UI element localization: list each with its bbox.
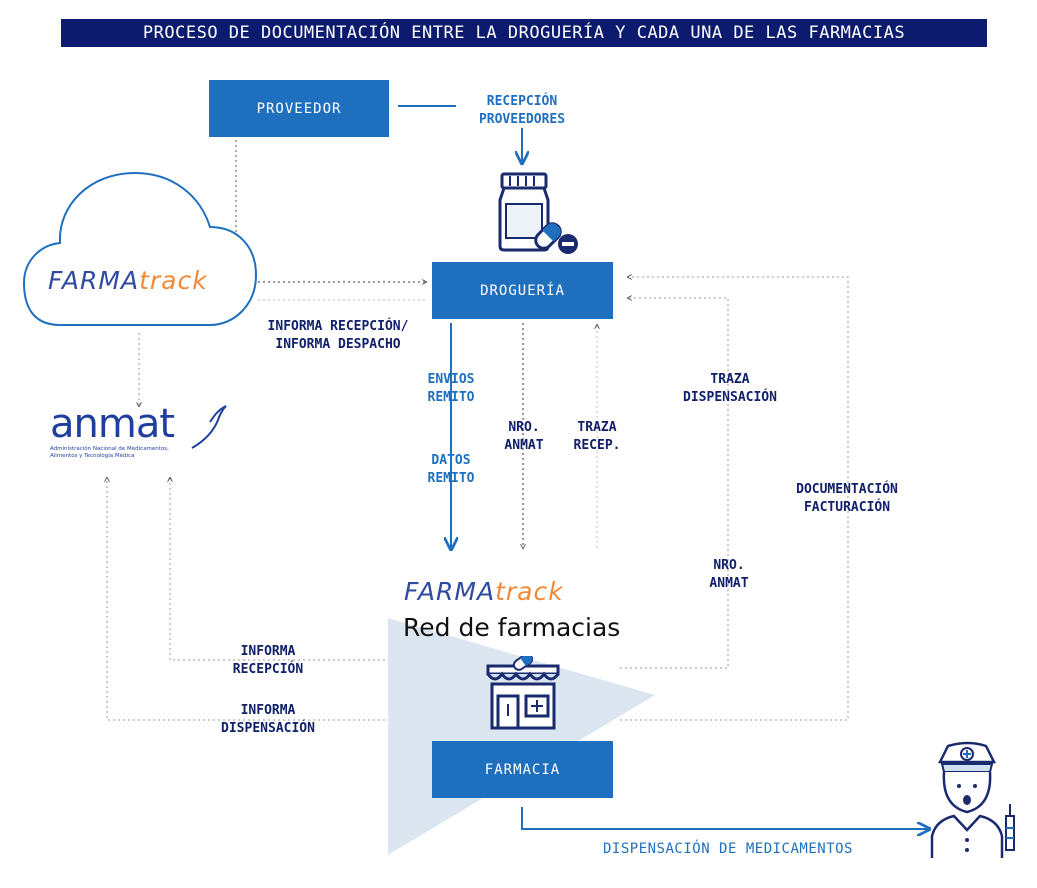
nurse-icon (930, 741, 1015, 858)
farmacia-box: FARMACIA (432, 741, 613, 798)
label-informa-recepcion-despacho: INFORMA RECEPCIÓN/ INFORMA DESPACHO (267, 319, 409, 352)
red-farmacias-panel (402, 558, 642, 618)
label-nro-anmat-drogueria: NRO. ANMAT (504, 420, 544, 453)
label-informa-recepcion: INFORMA RECEPCIÓN (232, 644, 304, 677)
label-envios-remito: ENVIOS REMITO (427, 372, 475, 405)
drogueria-box: DROGUERÍA (432, 262, 613, 319)
label-informa-dispensacion: INFORMA DISPENSACIÓN (221, 703, 315, 736)
red-farmacias-title: Red de farmacias (403, 613, 621, 642)
label-documentacion-facturacion: DOCUMENTACIÓN FACTURACIÓN (796, 482, 898, 515)
label-nro-anmat-farmacia: NRO. ANMAT (709, 558, 749, 591)
dispensacion-arrow (521, 807, 928, 829)
label-recepcion-proveedores: RECEPCIÓN PROVEEDORES (478, 94, 566, 127)
label-dispensacion-medicamentos: DISPENSACIÓN DE MEDICAMENTOS (602, 841, 853, 857)
farmatrack-logo-cloud: FARMAtrack (48, 266, 208, 295)
label-traza-recep: TRAZA RECEP. (573, 420, 621, 453)
page-title: PROCESO DE DOCUMENTACIÓN ENTRE LA DROGUE… (61, 19, 987, 47)
pharmacy-store-icon (486, 656, 560, 730)
cloud-icon (22, 171, 258, 326)
proveedor-box: PROVEEDOR (209, 80, 389, 137)
farmatrack-logo-red: FARMAtrack (404, 577, 564, 606)
label-traza-dispensacion: TRAZA DISPENSACIÓN (683, 372, 777, 405)
anmat-logo: anmat Administración Nacional de Medicam… (50, 404, 240, 474)
anmat-bird-icon (191, 405, 227, 449)
label-datos-remito: DATOS REMITO (427, 453, 475, 486)
medicine-bottle-icon (498, 172, 578, 254)
